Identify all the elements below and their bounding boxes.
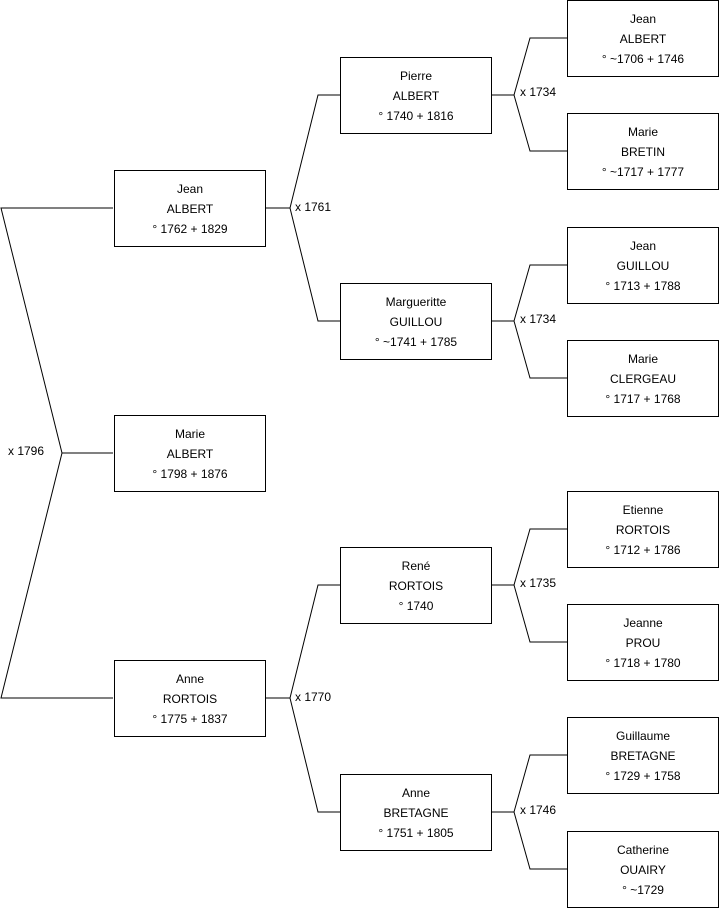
person-dates: ° 1740 [398,598,434,613]
person-last-name: BRETAGNE [383,805,449,820]
person-card[interactable]: Marie BRETIN ° ~1717 + 1777 [567,113,719,190]
connector-guillou-fork [513,264,567,379]
marriage-label: x 1796 [8,444,45,458]
person-card[interactable]: René RORTOIS ° 1740 [340,547,492,624]
person-first-name: Anne [175,671,205,686]
person-card[interactable]: Jean ALBERT ° 1762 + 1829 [114,170,266,247]
person-last-name: RORTOIS [162,691,218,706]
person-dates: ° 1751 + 1805 [378,825,454,840]
person-first-name: Marie [627,124,658,139]
person-dates: ° 1717 + 1768 [605,391,681,406]
person-last-name: BRETAGNE [610,748,676,763]
person-card[interactable]: Anne RORTOIS ° 1775 + 1837 [114,660,266,737]
person-first-name: Catherine [616,842,670,857]
person-first-name: Jeanne [623,615,663,630]
person-dates: ° ~1706 + 1746 [601,51,685,66]
person-dates: ° 1798 + 1876 [152,466,228,481]
person-dates: ° 1713 + 1788 [605,278,681,293]
person-dates: ° 1740 + 1816 [378,108,454,123]
person-first-name: Jean [629,11,657,26]
person-last-name: RORTOIS [388,578,444,593]
marriage-label: x 1734 [520,85,557,99]
person-card[interactable]: Marie ALBERT ° 1798 + 1876 [114,415,266,492]
person-first-name: Pierre [399,68,432,83]
person-card[interactable]: Pierre ALBERT ° 1740 + 1816 [340,57,492,134]
person-last-name: OUAIRY [620,862,666,877]
person-first-name: Marie [627,351,658,366]
person-dates: ° 1718 + 1780 [605,655,681,670]
person-last-name: GUILLOU [389,314,443,329]
person-last-name: ALBERT [392,88,440,103]
person-dates: ° 1762 + 1829 [152,221,228,236]
person-last-name: RORTOIS [615,522,671,537]
person-dates: ° ~1741 + 1785 [374,334,458,349]
person-last-name: ALBERT [166,446,214,461]
person-first-name: Jean [176,181,204,196]
connector-bretagne-fork [513,754,567,870]
person-card[interactable]: Margueritte GUILLOU ° ~1741 + 1785 [340,283,492,360]
connector-rortois-fork [289,584,340,813]
marriage-label: x 1734 [520,312,557,326]
person-last-name: BRETIN [620,144,665,159]
person-first-name: Margueritte [385,294,447,309]
person-dates: ° 1775 + 1837 [152,711,228,726]
person-first-name: Guillaume [615,728,671,743]
person-last-name: GUILLOU [616,258,670,273]
person-last-name: ALBERT [166,201,214,216]
person-dates: ° 1712 + 1786 [605,542,681,557]
person-card[interactable]: Jean ALBERT ° ~1706 + 1746 [567,0,719,77]
connector-rortois-sr-fork [513,528,567,643]
person-card[interactable]: Marie CLERGEAU ° 1717 + 1768 [567,340,719,417]
person-last-name: ALBERT [619,31,667,46]
marriage-label: x 1746 [520,803,557,817]
person-dates: ° ~1729 [622,882,664,897]
person-first-name: René [401,558,431,573]
person-first-name: Etienne [622,502,664,517]
connector-albert-sr-fork [513,37,567,152]
person-card[interactable]: Anne BRETAGNE ° 1751 + 1805 [340,774,492,851]
connector-albert-fork [289,94,340,322]
person-last-name: PROU [625,635,661,650]
marriage-label: x 1761 [295,200,332,214]
person-first-name: Anne [401,785,431,800]
person-card[interactable]: Jean GUILLOU ° 1713 + 1788 [567,227,719,304]
marriage-label: x 1770 [295,690,332,704]
person-card[interactable]: Guillaume BRETAGNE ° 1729 + 1758 [567,717,719,794]
person-last-name: CLERGEAU [609,371,677,386]
person-dates: ° ~1717 + 1777 [601,164,685,179]
person-card[interactable]: Catherine OUAIRY ° ~1729 [567,831,719,908]
person-card[interactable]: Jeanne PROU ° 1718 + 1780 [567,604,719,681]
person-card[interactable]: Etienne RORTOIS ° 1712 + 1786 [567,491,719,568]
person-dates: ° 1729 + 1758 [605,768,681,783]
person-first-name: Marie [174,426,205,441]
person-first-name: Jean [629,238,657,253]
marriage-label: x 1735 [520,576,557,590]
